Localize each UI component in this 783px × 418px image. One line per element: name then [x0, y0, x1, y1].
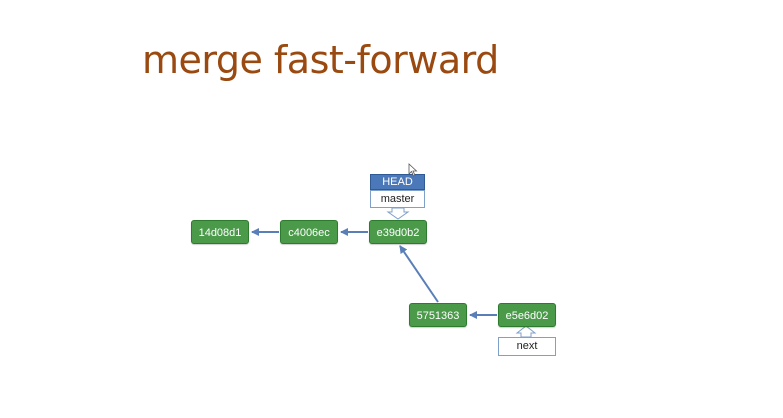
commit-e5e6d02: e5e6d02 — [498, 303, 556, 327]
commit-5751363: 5751363 — [409, 303, 467, 327]
head-ref-label: HEAD — [370, 174, 425, 190]
master-pointer-icon — [386, 207, 410, 220]
arrow-5751363-to-e39d0b2 — [399, 245, 439, 303]
commit-c4006ec: c4006ec — [280, 220, 338, 244]
master-branch-label: master — [370, 190, 425, 208]
next-branch-label: next — [498, 337, 556, 356]
commit-14d08d1: 14d08d1 — [191, 220, 249, 244]
mouse-cursor-icon — [408, 163, 418, 177]
slide-title: merge fast-forward — [142, 38, 499, 82]
commit-e39d0b2: e39d0b2 — [369, 220, 427, 244]
